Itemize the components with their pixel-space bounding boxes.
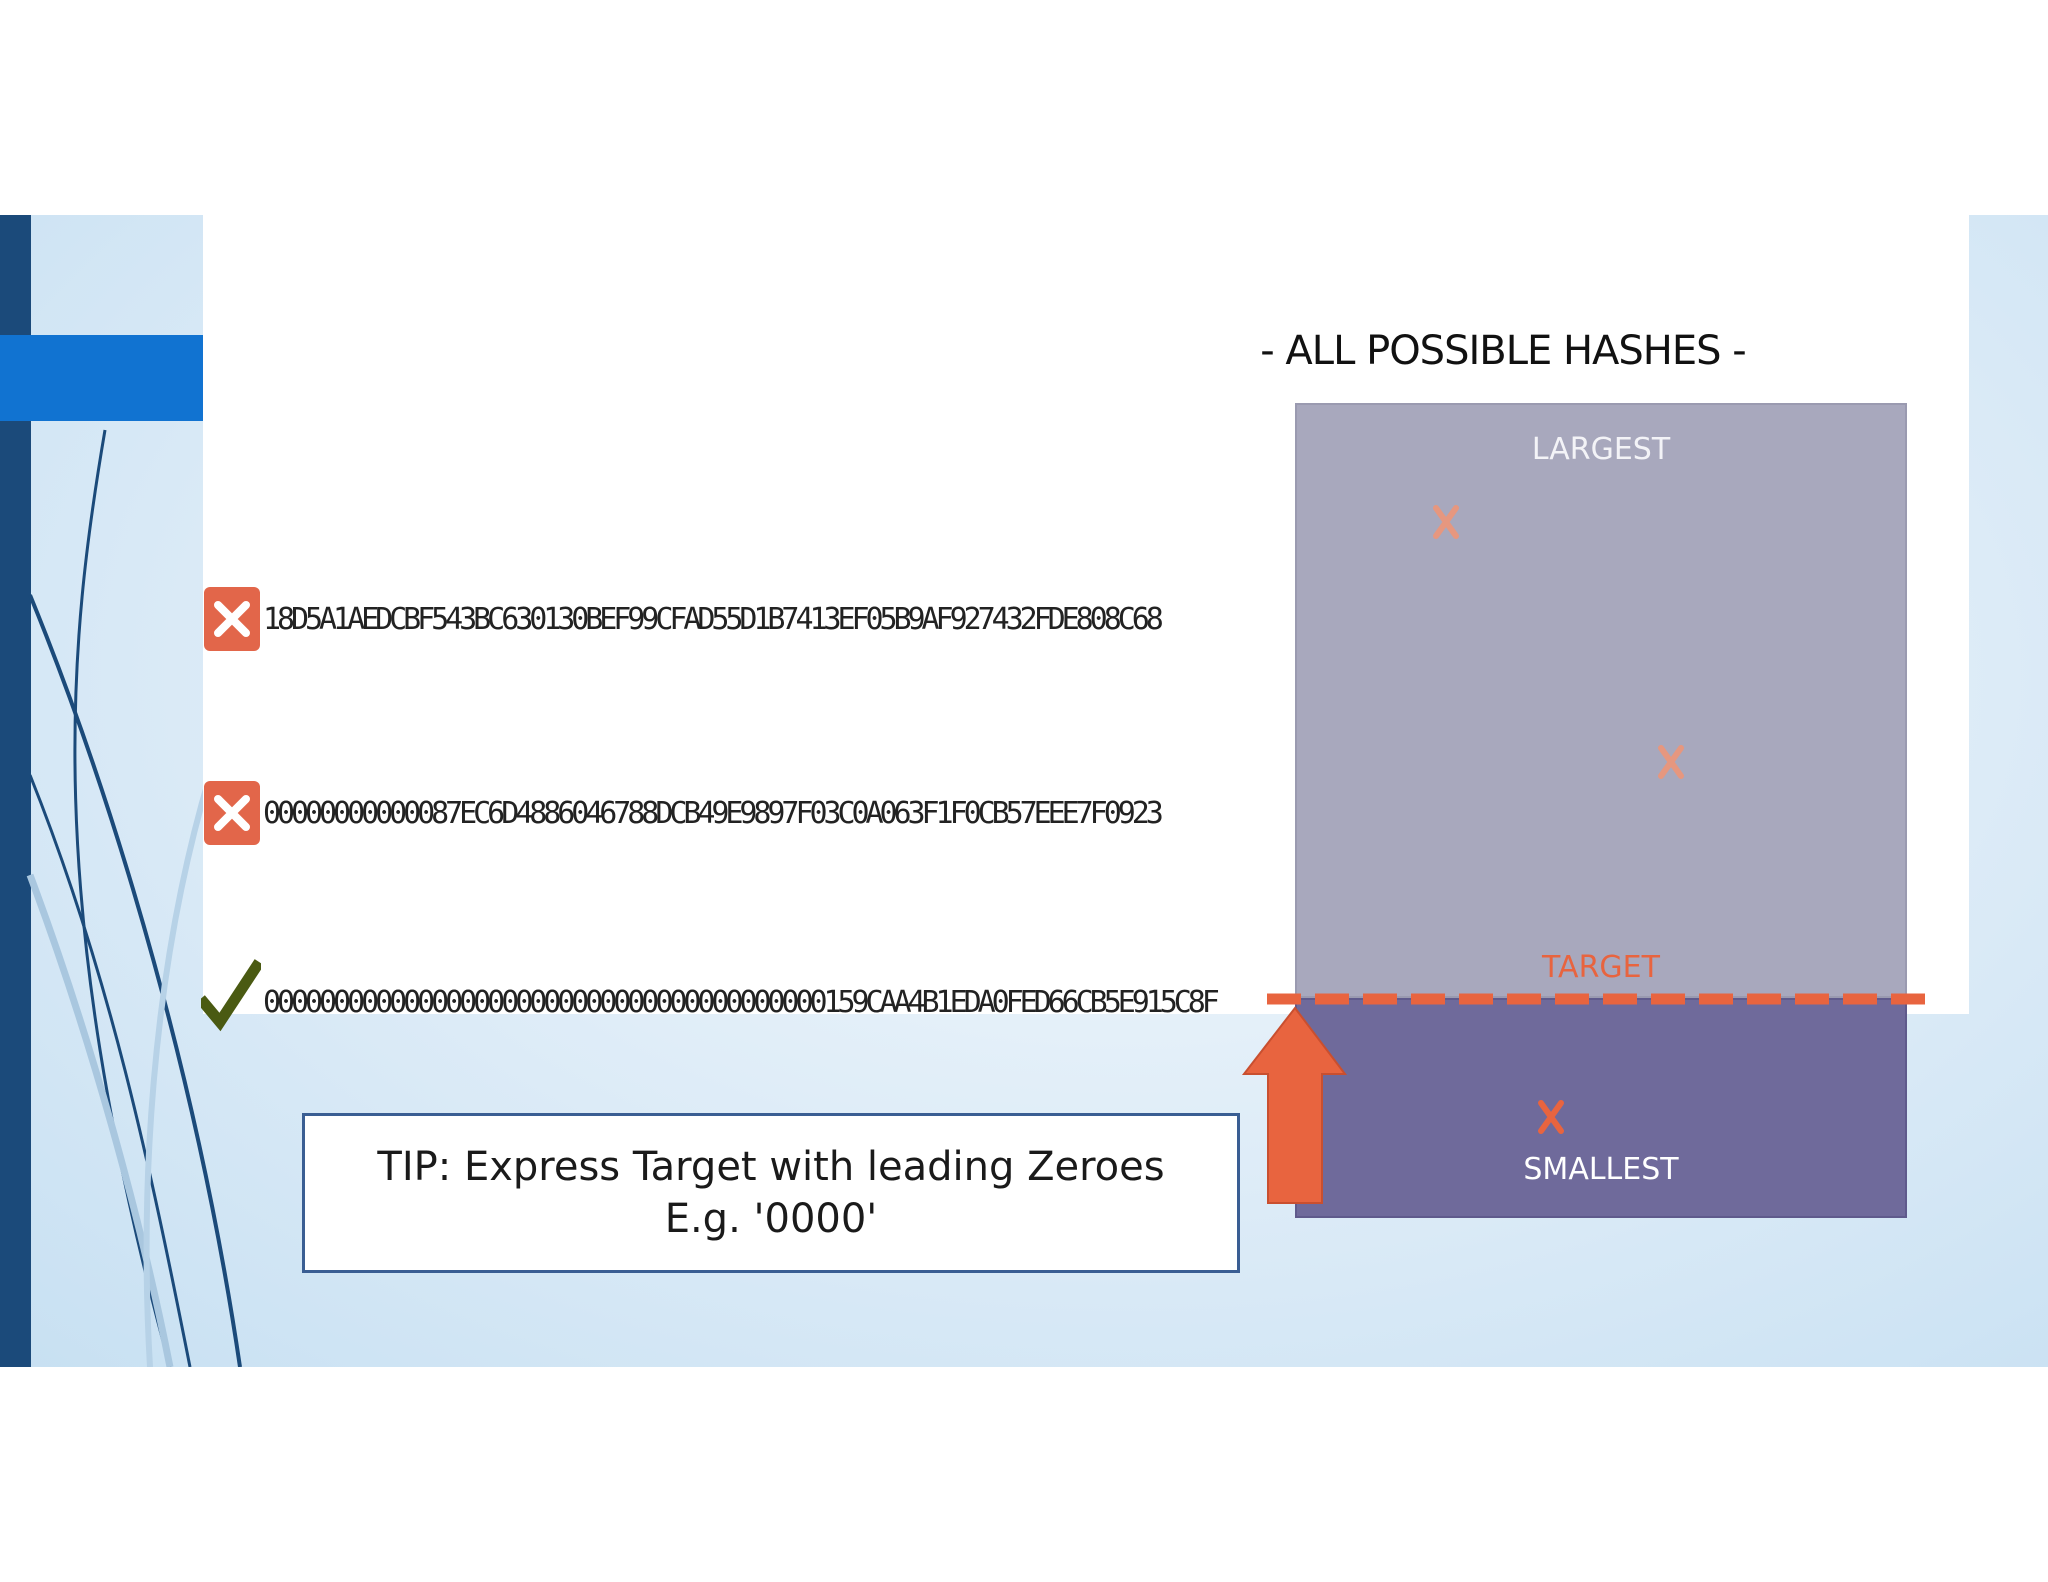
faded-x-icon-2: [1658, 745, 1684, 779]
faded-x-icon-1: [1433, 505, 1459, 539]
x-mark-icon: [204, 781, 260, 845]
hash-value: 0000000000000000000000000000000000000000…: [263, 984, 1220, 1020]
hash-value: 18D5A1AEDCBF543BC630130BEF99CFAD55D1B741…: [263, 601, 1164, 637]
hash-row-2: 00000000000087EC6D4886046788DCB49E9897F0…: [203, 778, 1164, 848]
hash-row-3: 0000000000000000000000000000000000000000…: [201, 959, 1220, 1037]
hash-value: 00000000000087EC6D4886046788DCB49E9897F0…: [263, 795, 1164, 831]
checkmark-icon: [201, 959, 261, 1032]
x-mark-icon: [204, 587, 260, 651]
x-mark-icon: [1538, 1100, 1564, 1134]
up-arrow-icon: [1241, 1006, 1348, 1204]
above-target-region: [1295, 403, 1907, 998]
decorative-swoosh: [26, 429, 242, 1367]
accent-block: [0, 335, 203, 421]
smallest-label: SMALLEST: [1523, 1152, 1679, 1187]
hash-row-1: 18D5A1AEDCBF543BC630130BEF99CFAD55D1B741…: [203, 584, 1164, 654]
tip-box: TIP: Express Target with leading Zeroes …: [302, 1113, 1240, 1273]
diagram-title: - ALL POSSIBLE HASHES -: [1260, 328, 1746, 374]
target-label: TARGET: [1542, 950, 1660, 985]
largest-label: LARGEST: [1531, 432, 1671, 467]
tip-line-1: TIP: Express Target with leading Zeroes: [377, 1144, 1165, 1190]
tip-line-2: E.g. '0000': [664, 1196, 878, 1242]
below-target-region: [1295, 998, 1907, 1218]
